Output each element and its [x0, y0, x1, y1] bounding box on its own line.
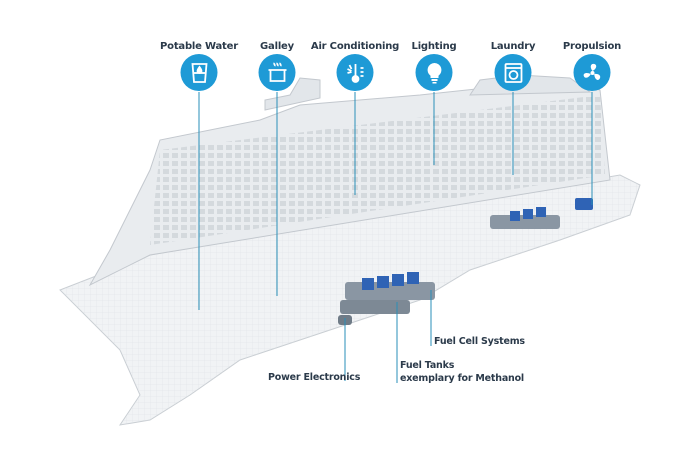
light-bulb-icon: [415, 54, 453, 91]
label-air-conditioning: Air Conditioning: [310, 41, 400, 52]
label-potable-water: Potable Water: [160, 41, 238, 52]
washing-machine-icon: [494, 54, 532, 91]
label-propulsion: Propulsion: [562, 41, 622, 52]
label-fuel-cell-systems: Fuel Cell Systems: [434, 336, 525, 347]
label-power-electronics: Power Electronics: [268, 372, 361, 383]
fuel-cell-modules: [338, 198, 593, 325]
propeller-icon: [573, 54, 611, 91]
thermometer-snowflake-icon: [336, 54, 374, 91]
cooking-pot-icon: [258, 54, 296, 91]
label-fuel-tanks: Fuel Tanks exemplary for Methanol: [400, 359, 524, 385]
label-laundry: Laundry: [490, 41, 536, 52]
fuel-tanks-subtitle: exemplary for Methanol: [400, 373, 524, 384]
label-galley: Galley: [260, 41, 294, 52]
water-glass-icon: [180, 54, 218, 91]
leader-lines: [198, 92, 593, 383]
fuel-tanks-title: Fuel Tanks: [400, 360, 455, 371]
label-lighting: Lighting: [411, 41, 457, 52]
